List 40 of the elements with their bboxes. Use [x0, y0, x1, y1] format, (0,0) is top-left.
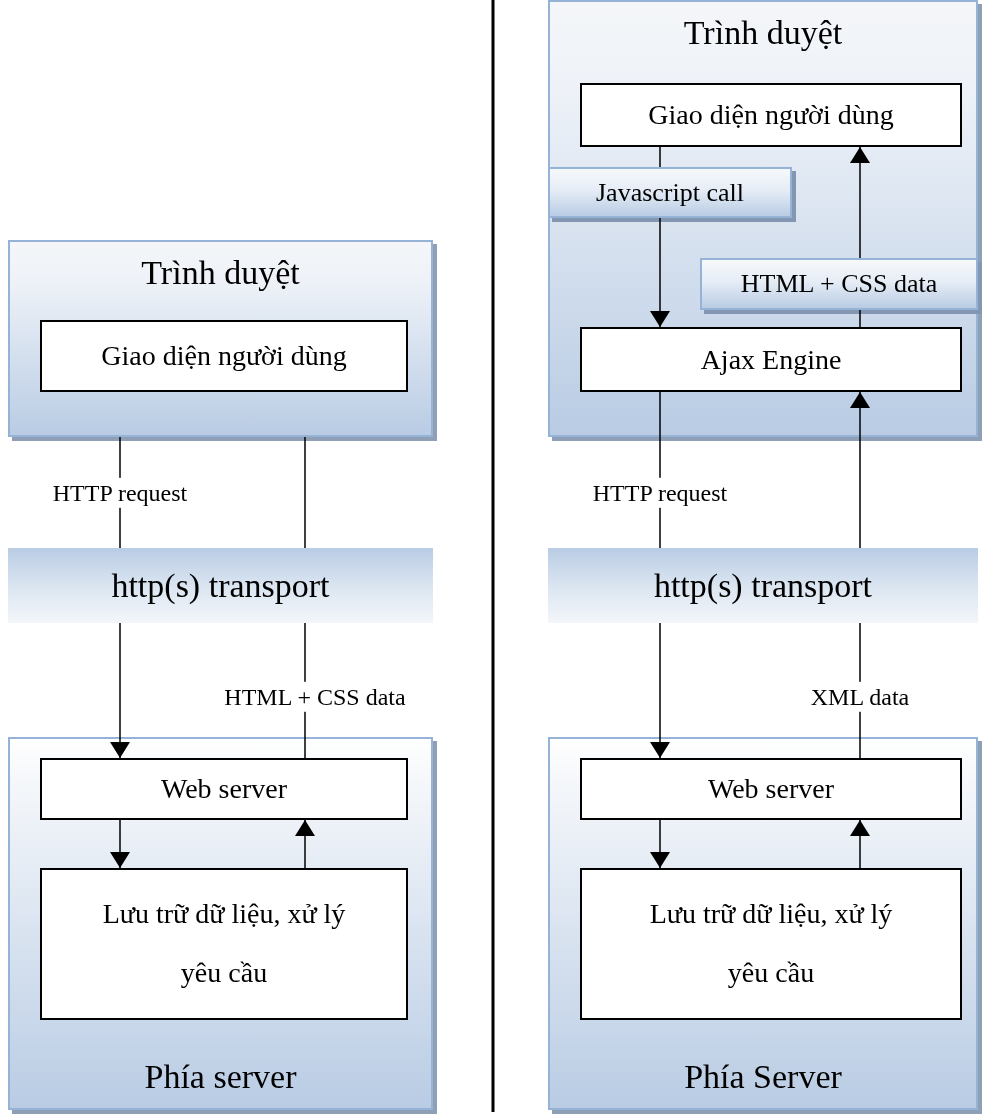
connector-line	[659, 146, 661, 168]
arrow	[850, 146, 870, 259]
tab-label: HTML + CSS data	[740, 269, 938, 299]
tab-label: Javascript call	[596, 177, 744, 208]
edge-label: HTML + CSS data	[222, 681, 408, 713]
arrow	[850, 391, 870, 549]
process-box	[580, 758, 962, 820]
panel-title: Trình duyệt	[683, 14, 843, 52]
process-box	[40, 868, 408, 1020]
process-box	[580, 868, 962, 1020]
arrow	[650, 819, 670, 869]
box-label: Lưu trữ dữ liệu, xử lý yêu cầu	[648, 897, 894, 990]
connector-line	[304, 436, 306, 549]
box-label: Giao diện người dùng	[648, 98, 894, 133]
process-box	[580, 83, 962, 147]
box-label: Web server	[708, 772, 834, 807]
arrow	[295, 819, 315, 869]
process-box	[40, 320, 408, 392]
band-label: http(s) transport	[653, 566, 873, 605]
process-box	[580, 327, 962, 392]
arrow	[650, 622, 670, 759]
box-label: Web server	[161, 772, 287, 807]
panel-title: Trình duyệt	[141, 254, 300, 292]
box-label: Ajax Engine	[700, 342, 842, 377]
box-label: Lưu trữ dữ liệu, xử lý yêu cầu	[101, 897, 347, 990]
connector-line	[859, 309, 861, 328]
edge-label: HTTP request	[50, 477, 190, 509]
edge-label: HTTP request	[590, 477, 730, 509]
arrow	[850, 819, 870, 869]
band-label: http(s) transport	[111, 566, 330, 605]
transport-band	[548, 548, 978, 623]
arrow	[110, 622, 130, 759]
arrow	[650, 217, 670, 328]
transport-band	[8, 548, 433, 623]
process-box	[40, 758, 408, 820]
edge-label: XML data	[808, 681, 912, 713]
panel-title: Phía Server	[684, 1058, 842, 1096]
box-label: Giao diện người dùng	[101, 339, 347, 374]
panel-title: Phía server	[144, 1058, 297, 1096]
arrow	[110, 819, 130, 869]
